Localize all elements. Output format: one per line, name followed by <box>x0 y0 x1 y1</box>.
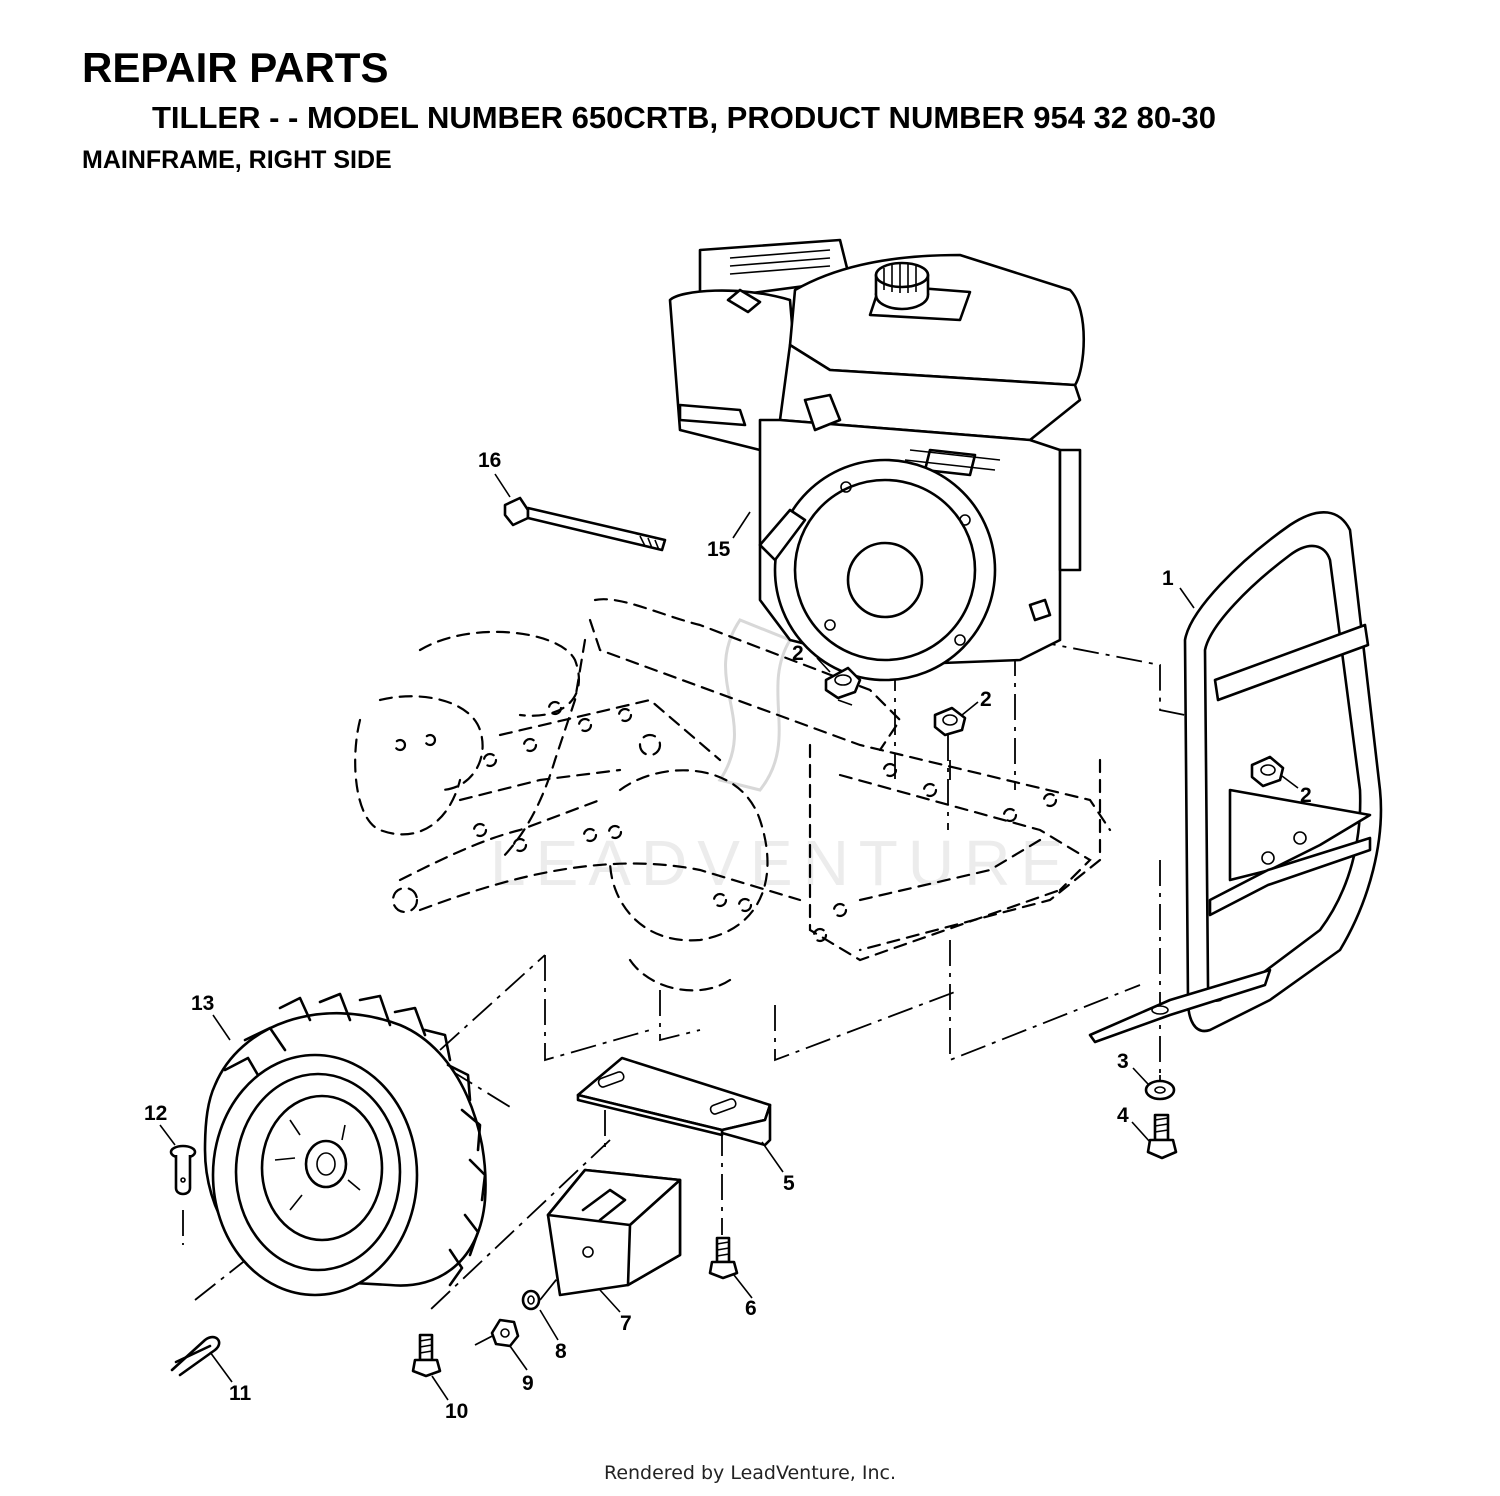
callout-12: 12 <box>144 1102 167 1125</box>
flange-nut-1 <box>824 666 862 700</box>
flange-nut-2 <box>933 706 967 737</box>
clevis-pin <box>169 1144 197 1196</box>
wheel-weight <box>546 1168 682 1297</box>
tiller-frame-outline <box>354 598 1112 992</box>
callout-10: 10 <box>445 1400 468 1423</box>
svg-text:LEADVENTURE: LEADVENTURE <box>490 827 1073 899</box>
tire-wheel <box>203 992 487 1297</box>
hex-bolt-10 <box>411 1333 442 1378</box>
callout-9: 9 <box>522 1372 534 1395</box>
callout-13: 13 <box>191 992 214 1015</box>
callout-8: 8 <box>555 1340 567 1363</box>
section-heading: MAINFRAME, RIGHT SIDE <box>82 146 392 174</box>
engine <box>668 238 1085 682</box>
bumper-bar <box>1088 510 1383 1044</box>
hex-bolt-6 <box>708 1236 739 1280</box>
callout-6: 6 <box>745 1297 757 1320</box>
callout-3: 3 <box>1117 1050 1129 1073</box>
callout-15: 15 <box>707 538 731 561</box>
callout-16: 16 <box>478 449 501 472</box>
hairpin-clip <box>170 1335 221 1377</box>
callout-2c: 2 <box>1300 784 1312 807</box>
flange-nut-3 <box>1250 755 1285 788</box>
model-subtitle: TILLER - - MODEL NUMBER 650CRTB, PRODUCT… <box>152 100 1216 135</box>
callout-5: 5 <box>783 1172 795 1195</box>
callout-2a: 2 <box>792 642 804 665</box>
hex-bolt-4 <box>1146 1113 1178 1160</box>
lock-washer <box>521 1289 541 1311</box>
bracket <box>576 1056 772 1147</box>
callout-11: 11 <box>229 1382 252 1405</box>
assembly-centerlines <box>182 639 1269 1346</box>
callout-4: 4 <box>1117 1104 1129 1127</box>
callout-2b: 2 <box>980 688 992 711</box>
callout-labels: 1 2 2 2 3 4 5 6 7 8 9 10 11 12 13 15 16 <box>144 449 1312 1423</box>
callout-7: 7 <box>620 1312 632 1335</box>
callout-1: 1 <box>1162 567 1174 590</box>
hex-nut-9 <box>490 1318 520 1348</box>
render-credit: Rendered by LeadVenture, Inc. <box>603 1462 897 1484</box>
page-title: REPAIR PARTS <box>82 44 389 91</box>
cable-tie <box>503 496 667 552</box>
watermark: LEADVENTURE <box>490 618 1073 899</box>
leader-lines <box>159 473 1299 1401</box>
washer <box>1144 1079 1176 1101</box>
